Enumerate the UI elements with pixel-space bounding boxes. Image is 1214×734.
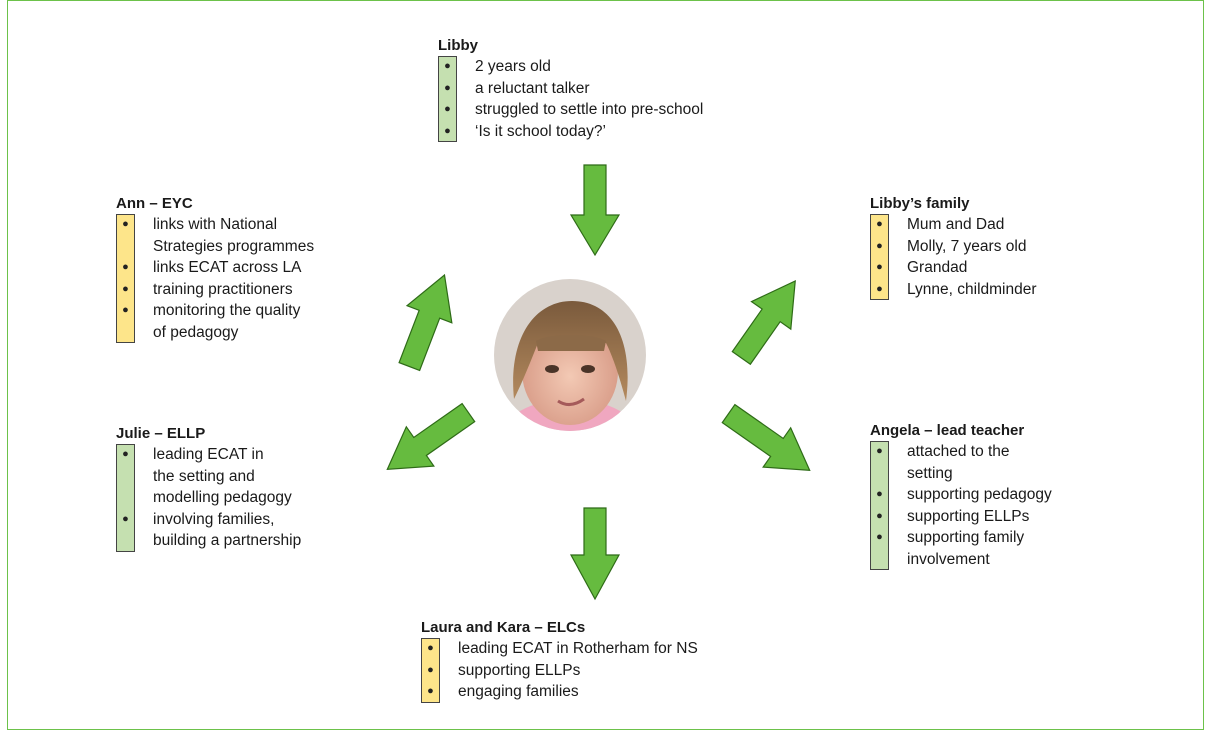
bullet: ● [122, 304, 129, 316]
laura-bar [421, 638, 440, 703]
ann-bar [116, 214, 135, 343]
bullet: ● [876, 488, 883, 500]
bullet: ● [876, 261, 883, 273]
bullet: ● [876, 531, 883, 543]
list-item: ●supporting ELLPs [876, 506, 1052, 528]
family-list: ●Mum and Dad ●Molly, 7 years old ●Granda… [870, 214, 1037, 300]
arrow-to-family [731, 279, 796, 366]
laura-title: Laura and Kara – ELCs [421, 619, 586, 636]
list-item: ●training practitioners [122, 279, 314, 301]
bullet: ● [444, 103, 451, 115]
list-item: ●Molly, 7 years old [876, 236, 1037, 258]
laura-block: Laura and Kara – ELCs ●leading ECAT in R… [421, 618, 698, 703]
libby-block: Libby ●2 years old ●a reluctant talker ●… [438, 36, 703, 142]
libby-list: ●2 years old ●a reluctant talker ●strugg… [438, 56, 703, 142]
list-item: ●supporting ELLPs [427, 660, 698, 682]
bullet: ● [122, 512, 129, 525]
list-item: ●Mum and Dad [876, 214, 1037, 236]
list-item: Strategies programmes [153, 237, 315, 255]
list-item: ●2 years old [444, 56, 703, 78]
bullet: ● [876, 509, 883, 522]
list-item: setting [907, 464, 953, 482]
list-item: involvement [907, 550, 990, 568]
list-item: ●attached to the [876, 441, 1052, 463]
libby-photo [494, 279, 646, 431]
bullet: ● [427, 642, 434, 654]
angela-list: ●attached to the setting ●supporting ped… [870, 441, 1052, 570]
julie-bar [116, 444, 135, 552]
family-title: Libby’s family [870, 195, 970, 212]
julie-block: Julie – ELLP ●leading ECAT in the settin… [116, 424, 301, 552]
list-item: the setting and [153, 467, 255, 485]
list-item: ●involving families, [122, 509, 301, 531]
list-item: ●Grandad [876, 257, 1037, 279]
list-item: modelling pedagogy [153, 489, 292, 506]
angela-title: Angela – lead teacher [870, 422, 1025, 439]
list-item: ●leading ECAT in [122, 444, 301, 466]
family-block: Libby’s family ●Mum and Dad ●Molly, 7 ye… [870, 194, 1037, 300]
bullet: ● [427, 663, 434, 676]
julie-title: Julie – ELLP [116, 425, 206, 442]
arrow-to-ann [398, 273, 453, 372]
list-item: of pedagogy [153, 323, 239, 341]
arrow-to-julie [386, 402, 476, 471]
family-bar [870, 214, 889, 300]
bullet: ● [122, 448, 129, 460]
bullet: ● [122, 218, 129, 230]
list-item: ●monitoring the quality [122, 300, 314, 322]
list-item: ●Lynne, childminder [876, 279, 1036, 301]
list-item: ●a reluctant talker [444, 78, 703, 100]
angela-bar [870, 441, 889, 570]
ann-block: Ann – EYC ●links with National Strategie… [116, 194, 314, 343]
bullet: ● [876, 282, 883, 295]
list-item: ●leading ECAT in Rotherham for NS [427, 638, 698, 660]
list-item: ●supporting family [876, 527, 1052, 549]
arrow-from-libby [569, 164, 621, 257]
arrow-to-laura [569, 507, 621, 601]
list-item: ●links ECAT across LA [122, 257, 314, 279]
libby-bar [438, 56, 457, 142]
bullet: ● [122, 261, 129, 273]
bullet: ● [444, 81, 451, 94]
angela-block: Angela – lead teacher ●attached to the s… [870, 421, 1052, 570]
list-item: ●links with National [122, 214, 314, 236]
list-item: ●supporting pedagogy [876, 484, 1052, 506]
bullet: ● [876, 445, 883, 457]
arrow-to-angela [721, 403, 811, 472]
bullet: ● [444, 60, 451, 72]
list-item: ●struggled to settle into pre-school [444, 99, 703, 121]
list-item: building a partnership [153, 532, 302, 549]
list-item: ●engaging families [427, 681, 698, 703]
bullet: ● [122, 282, 129, 295]
julie-list: ●leading ECAT in the setting and modelli… [116, 444, 301, 552]
bullet: ● [876, 239, 883, 252]
libby-title: Libby [438, 37, 478, 54]
ann-title: Ann – EYC [116, 195, 193, 212]
bullet: ● [427, 685, 434, 697]
ann-list: ●links with National Strategies programm… [116, 214, 314, 343]
bullet: ● [876, 218, 883, 230]
laura-list: ●leading ECAT in Rotherham for NS ●suppo… [421, 638, 698, 703]
list-item: ●‘Is it school today?’ [444, 121, 703, 143]
bullet: ● [444, 124, 451, 137]
